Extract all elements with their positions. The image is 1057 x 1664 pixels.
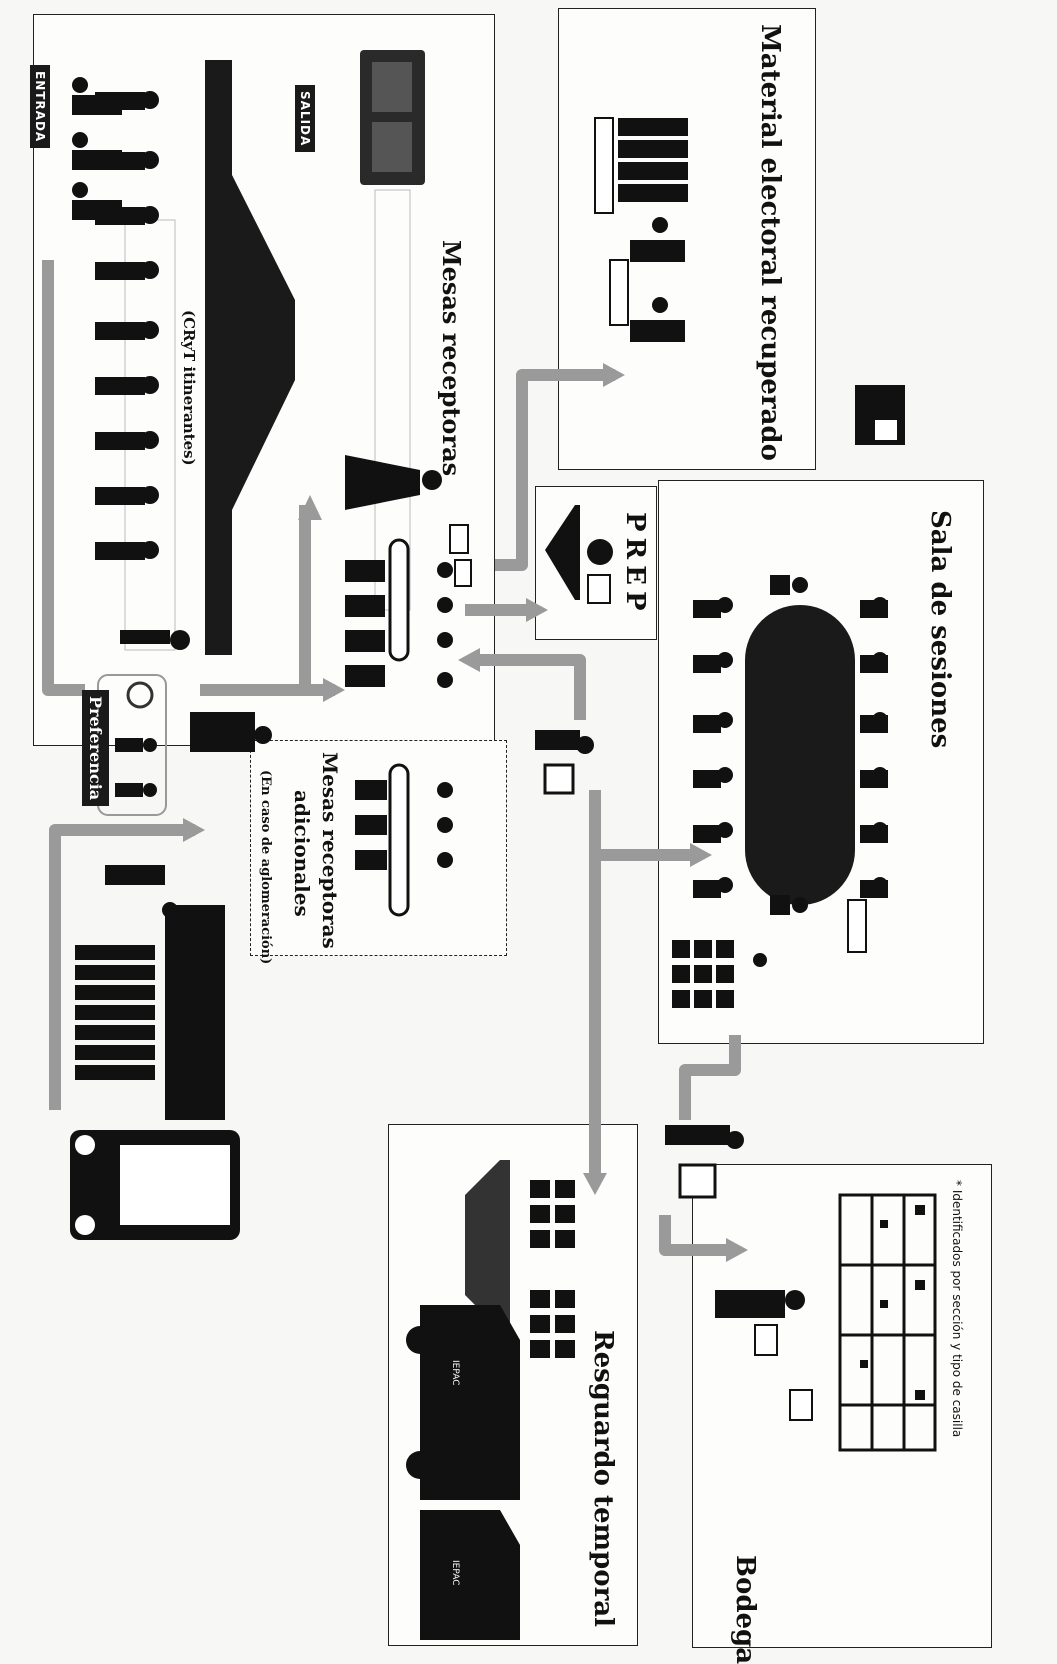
session-table-icon [693, 575, 888, 953]
clipboard-icon [454, 559, 472, 587]
resguardo-temporal-title: Resguardo temporal [588, 1330, 618, 1627]
salida-sign: SALIDA [295, 85, 315, 153]
cart-person-bodega-icon [665, 1125, 744, 1199]
ballot-packages-icon [75, 945, 155, 1080]
flow-arrow-entrada [42, 260, 85, 696]
bodega-title: Bodega [730, 1555, 760, 1664]
storage-shelves-icon [838, 1193, 937, 1452]
prep-title: PREP [620, 512, 650, 617]
delivery-truck-icon [406, 1305, 520, 1640]
flow-arrow-bodega-in [659, 1215, 735, 1256]
reception-table-icon [345, 538, 453, 688]
walking-person-icon [345, 455, 442, 510]
entrada-sign: ENTRADA [30, 65, 50, 149]
sala-sesiones-title: Sala de sesiones [925, 510, 955, 749]
flow-arrow-return [470, 654, 586, 720]
audience-seats-icon [672, 940, 767, 1008]
mesas-adicionales-line1: Mesas receptoras [318, 752, 342, 949]
flow-arrow-material [495, 369, 615, 571]
bodega-note: * Identificados por sección y tipo de ca… [950, 1180, 964, 1438]
voters-queue-icon [72, 77, 159, 560]
mesas-adicionales-line2: adicionales [290, 790, 314, 917]
cart-person-icon [535, 730, 594, 795]
tent-unloading-icon [165, 905, 225, 1120]
material-electoral-title: Material electoral recuperado [755, 24, 785, 461]
mesas-adicionales-area [250, 740, 507, 956]
document-icon [449, 524, 469, 554]
additional-table-icon [355, 763, 453, 917]
guard-icon [190, 712, 272, 752]
mesas-adicionales-note: (En caso de aglomeración) [258, 770, 273, 965]
porter-icon [105, 865, 178, 918]
official-icon [120, 630, 190, 650]
recovered-material-icon [594, 117, 688, 342]
tent-icon [205, 60, 295, 655]
prep-operator-icon [545, 505, 613, 604]
flow-arrow-bodega [679, 1035, 741, 1120]
preferencia-sign: Preferencia [82, 690, 109, 807]
truck-logo-2: IEPAC [450, 1560, 460, 1586]
mesas-receptoras-title: Mesas receptoras [437, 240, 466, 477]
accessibility-icon [115, 681, 157, 797]
bus-icon [70, 1130, 240, 1240]
power-generator-icon [855, 385, 905, 445]
warehouse-staff-icon [715, 1290, 813, 1421]
flow-arrow-bus [49, 824, 195, 1110]
stacked-packages-icon [465, 1160, 575, 1358]
flow-arrow-sala [589, 790, 700, 861]
truck-logo-1: IEPAC [450, 1360, 460, 1386]
material-electoral-area [558, 8, 816, 470]
crt-itinerantes-label: (CRyT itinerantes) [180, 310, 198, 466]
